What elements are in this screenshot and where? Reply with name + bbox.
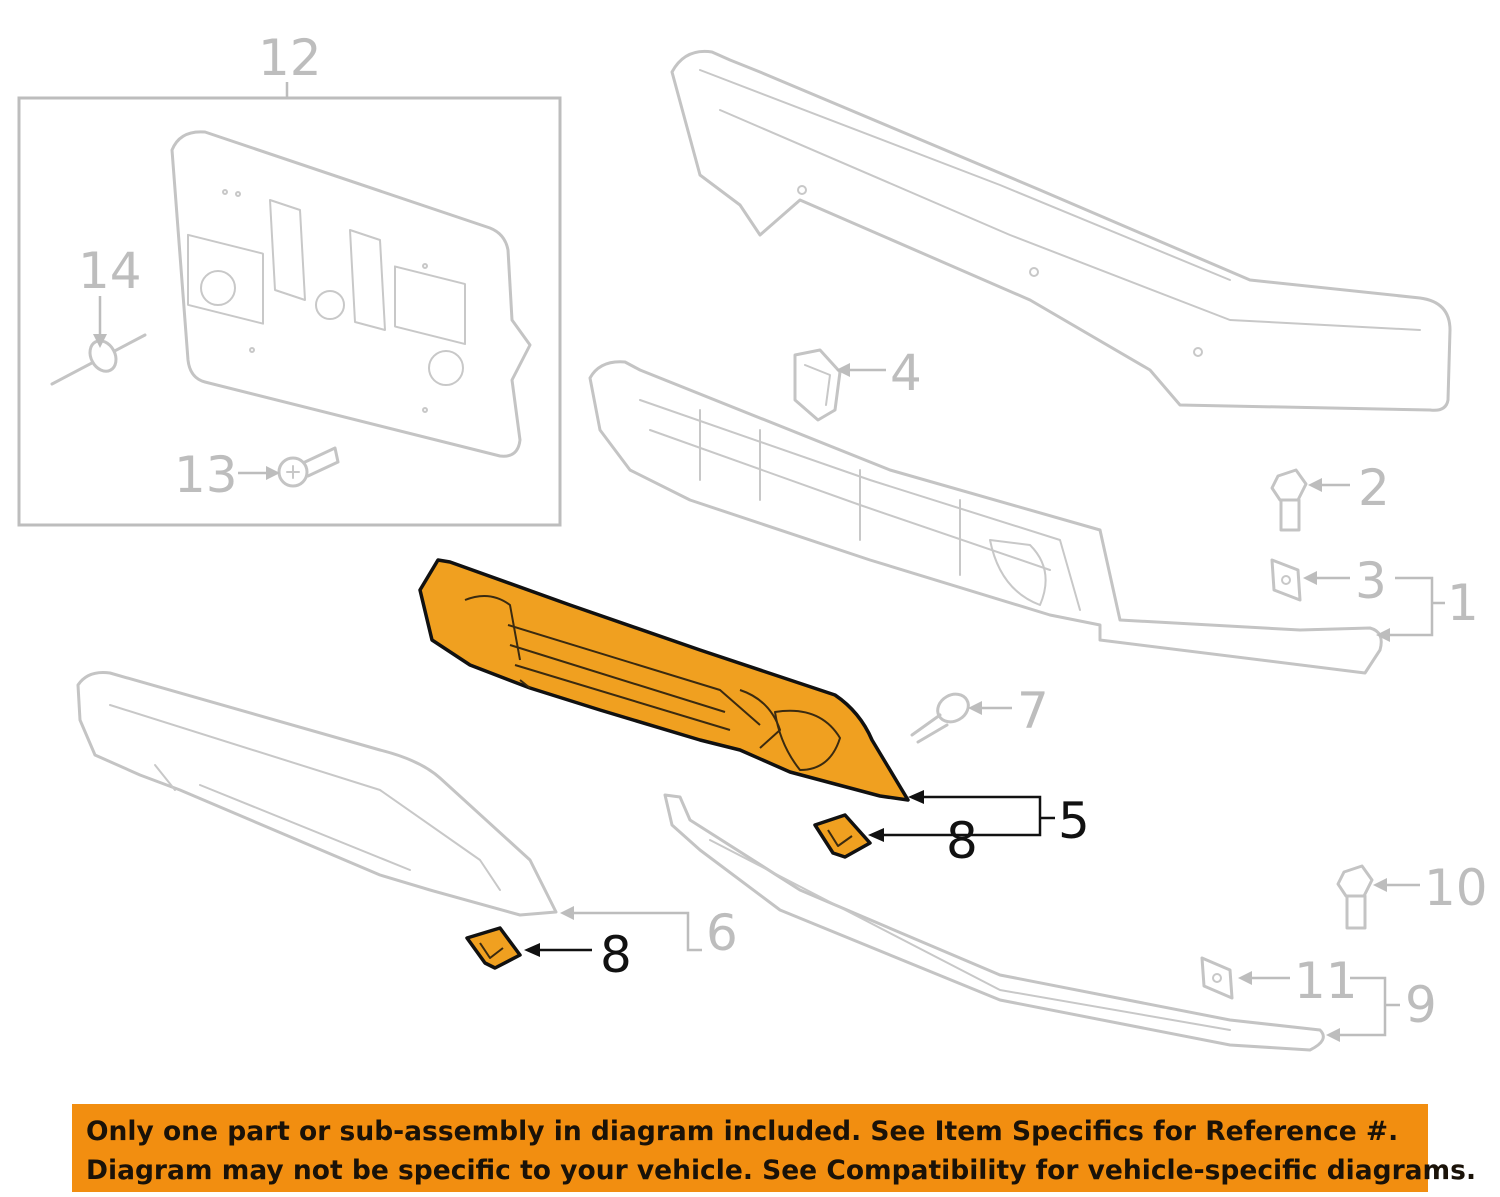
lower-valance-panel — [76, 671, 558, 917]
callout-1: 1 — [1447, 574, 1479, 632]
deflector-bolt — [1336, 864, 1374, 930]
highlighted-grille-insert — [418, 558, 910, 802]
callout-11: 11 — [1294, 952, 1358, 1010]
lower-grille-assembly — [588, 360, 1383, 675]
bracket-inset-box — [17, 96, 562, 527]
disclaimer-banner: Only one part or sub-assembly in diagram… — [72, 1104, 1477, 1192]
air-deflector — [663, 793, 1325, 1052]
callout-2: 2 — [1358, 459, 1390, 517]
highlighted-clip-lower — [465, 926, 522, 970]
grille-screw — [910, 692, 970, 744]
deflector-nut — [1200, 956, 1234, 1000]
mounting-bracket — [793, 348, 842, 422]
callout-10: 10 — [1424, 859, 1488, 917]
license-plate-bracket — [170, 130, 532, 458]
callout-4: 4 — [890, 344, 922, 402]
disclaimer-line-1: Only one part or sub-assembly in diagram… — [86, 1116, 1399, 1147]
callout-9: 9 — [1405, 976, 1437, 1034]
callout-7: 7 — [1017, 682, 1049, 740]
callout-8-lower: 8 — [600, 926, 632, 984]
front-bumper-face-bar — [670, 49, 1452, 412]
callout-6: 6 — [706, 904, 738, 962]
callout-12: 12 — [258, 29, 322, 87]
callout-14: 14 — [78, 242, 142, 300]
callout-5: 5 — [1058, 792, 1090, 850]
callout-8-upper: 8 — [946, 812, 978, 870]
push-pin-retainer — [50, 333, 147, 386]
callout-13: 13 — [174, 446, 238, 504]
bracket-screw — [277, 446, 340, 488]
bumper-bolt — [1270, 468, 1308, 532]
parts-diagram: 12 14 13 4 2 3 1 7 6 10 11 9 5 8 8 — [17, 29, 1488, 1052]
callout-3: 3 — [1355, 552, 1387, 610]
highlighted-clip-upper — [813, 813, 872, 859]
bumper-nut — [1270, 558, 1302, 602]
disclaimer-line-2: Diagram may not be specific to your vehi… — [86, 1155, 1477, 1186]
